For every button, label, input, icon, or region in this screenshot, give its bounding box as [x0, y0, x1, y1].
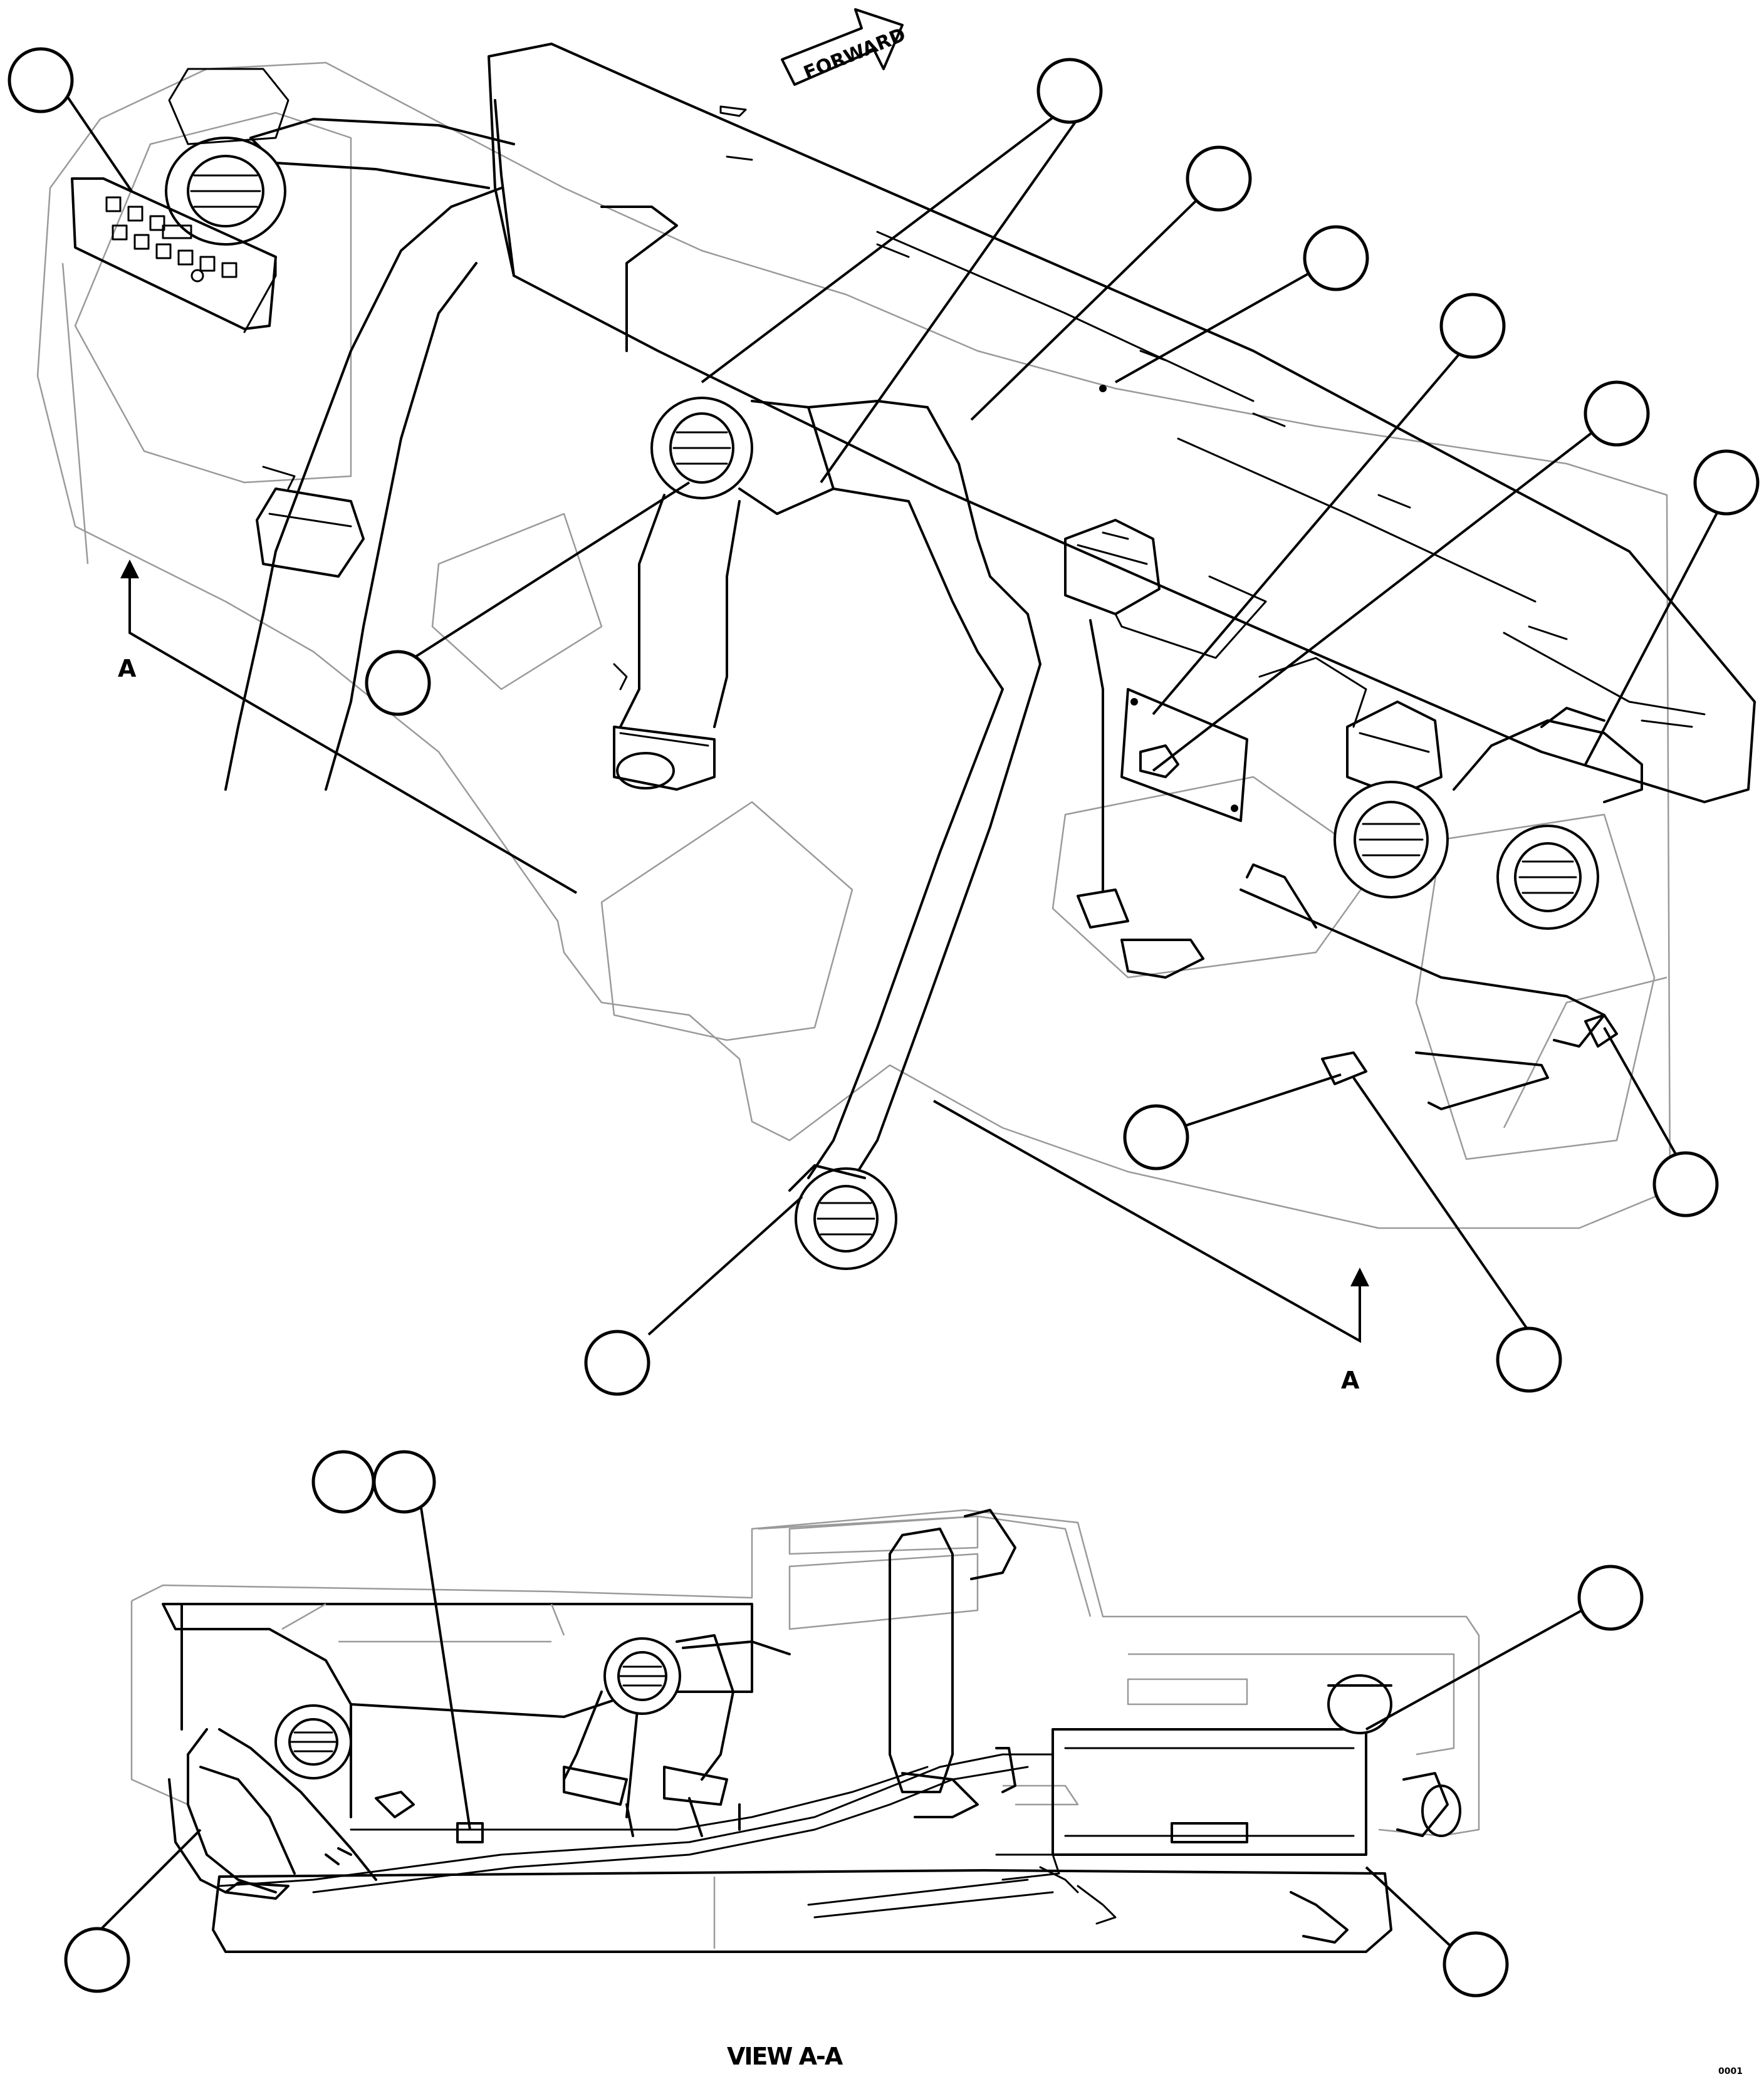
center-vent-duct [600, 206, 835, 791]
view-a-a-vertical-duct [889, 1509, 1016, 1818]
leader-lines-top [66, 96, 1728, 1336]
callout-center-vent [365, 650, 431, 716]
forward-label: FORWARD [801, 24, 909, 85]
dashboard-phantom-outline [36, 61, 1671, 1229]
callout-wire-clip-b [372, 1450, 436, 1514]
drawing-code: 0001 [1718, 2066, 1743, 2076]
view-a-a-right-box [1052, 1674, 1461, 1944]
section-line-a-a: A A [118, 560, 1369, 1394]
callout-lower-vent [584, 1330, 650, 1396]
callout-floor-clip [1443, 1931, 1509, 1998]
center-right-duct [788, 400, 1041, 1270]
callout-center-vents [1036, 58, 1103, 124]
callout-wire-clip-a [311, 1450, 375, 1514]
view-a-a-housing [130, 1509, 1480, 1837]
view-a-a-wire-harness [218, 1753, 1117, 1925]
left-upper-duct [165, 68, 515, 791]
view-a-a-title: VIEW A-A [727, 2043, 843, 2070]
callout-left-hose [64, 1927, 130, 1993]
hvac-control-panel [71, 177, 277, 333]
isometric-view: FORWARD A A [8, 8, 1760, 1396]
callout-control-panel [8, 47, 74, 113]
forward-direction-arrow: FORWARD [781, 8, 909, 86]
callout-right-clip [1652, 1151, 1719, 1217]
callouts-top [8, 47, 1760, 1396]
callout-lower-rail [1496, 1326, 1562, 1393]
section-marker-left: A [118, 655, 137, 682]
callout-connector [1584, 380, 1650, 447]
callout-bracket-clip [1123, 1104, 1189, 1170]
callout-upper-plenum [1303, 225, 1369, 291]
view-a-a-left-vents [168, 1704, 415, 1900]
right-actuator-and-vents [1246, 657, 1643, 930]
view-a-a-center-vents [563, 1634, 791, 1837]
view-a-a: VIEW A-A 0001 [64, 1450, 1743, 2076]
connector-mounting-plate [1120, 688, 1248, 822]
callout-mounting-plate [1439, 293, 1506, 359]
callout-heater-box [1577, 1565, 1644, 1631]
callout-right-vent [1693, 449, 1760, 516]
leader-lines-view-a-a [99, 1478, 1611, 1956]
mode-door-actuator-center [1064, 519, 1267, 891]
callout-center-right-duct [1186, 145, 1252, 212]
section-marker-right: A [1341, 1367, 1360, 1394]
callouts-view-a-a [64, 1450, 1644, 1998]
lower-rail-bracket [1077, 888, 1618, 1110]
floor-mounting-plate [212, 1869, 1392, 1953]
upper-air-plenum [488, 43, 1756, 803]
